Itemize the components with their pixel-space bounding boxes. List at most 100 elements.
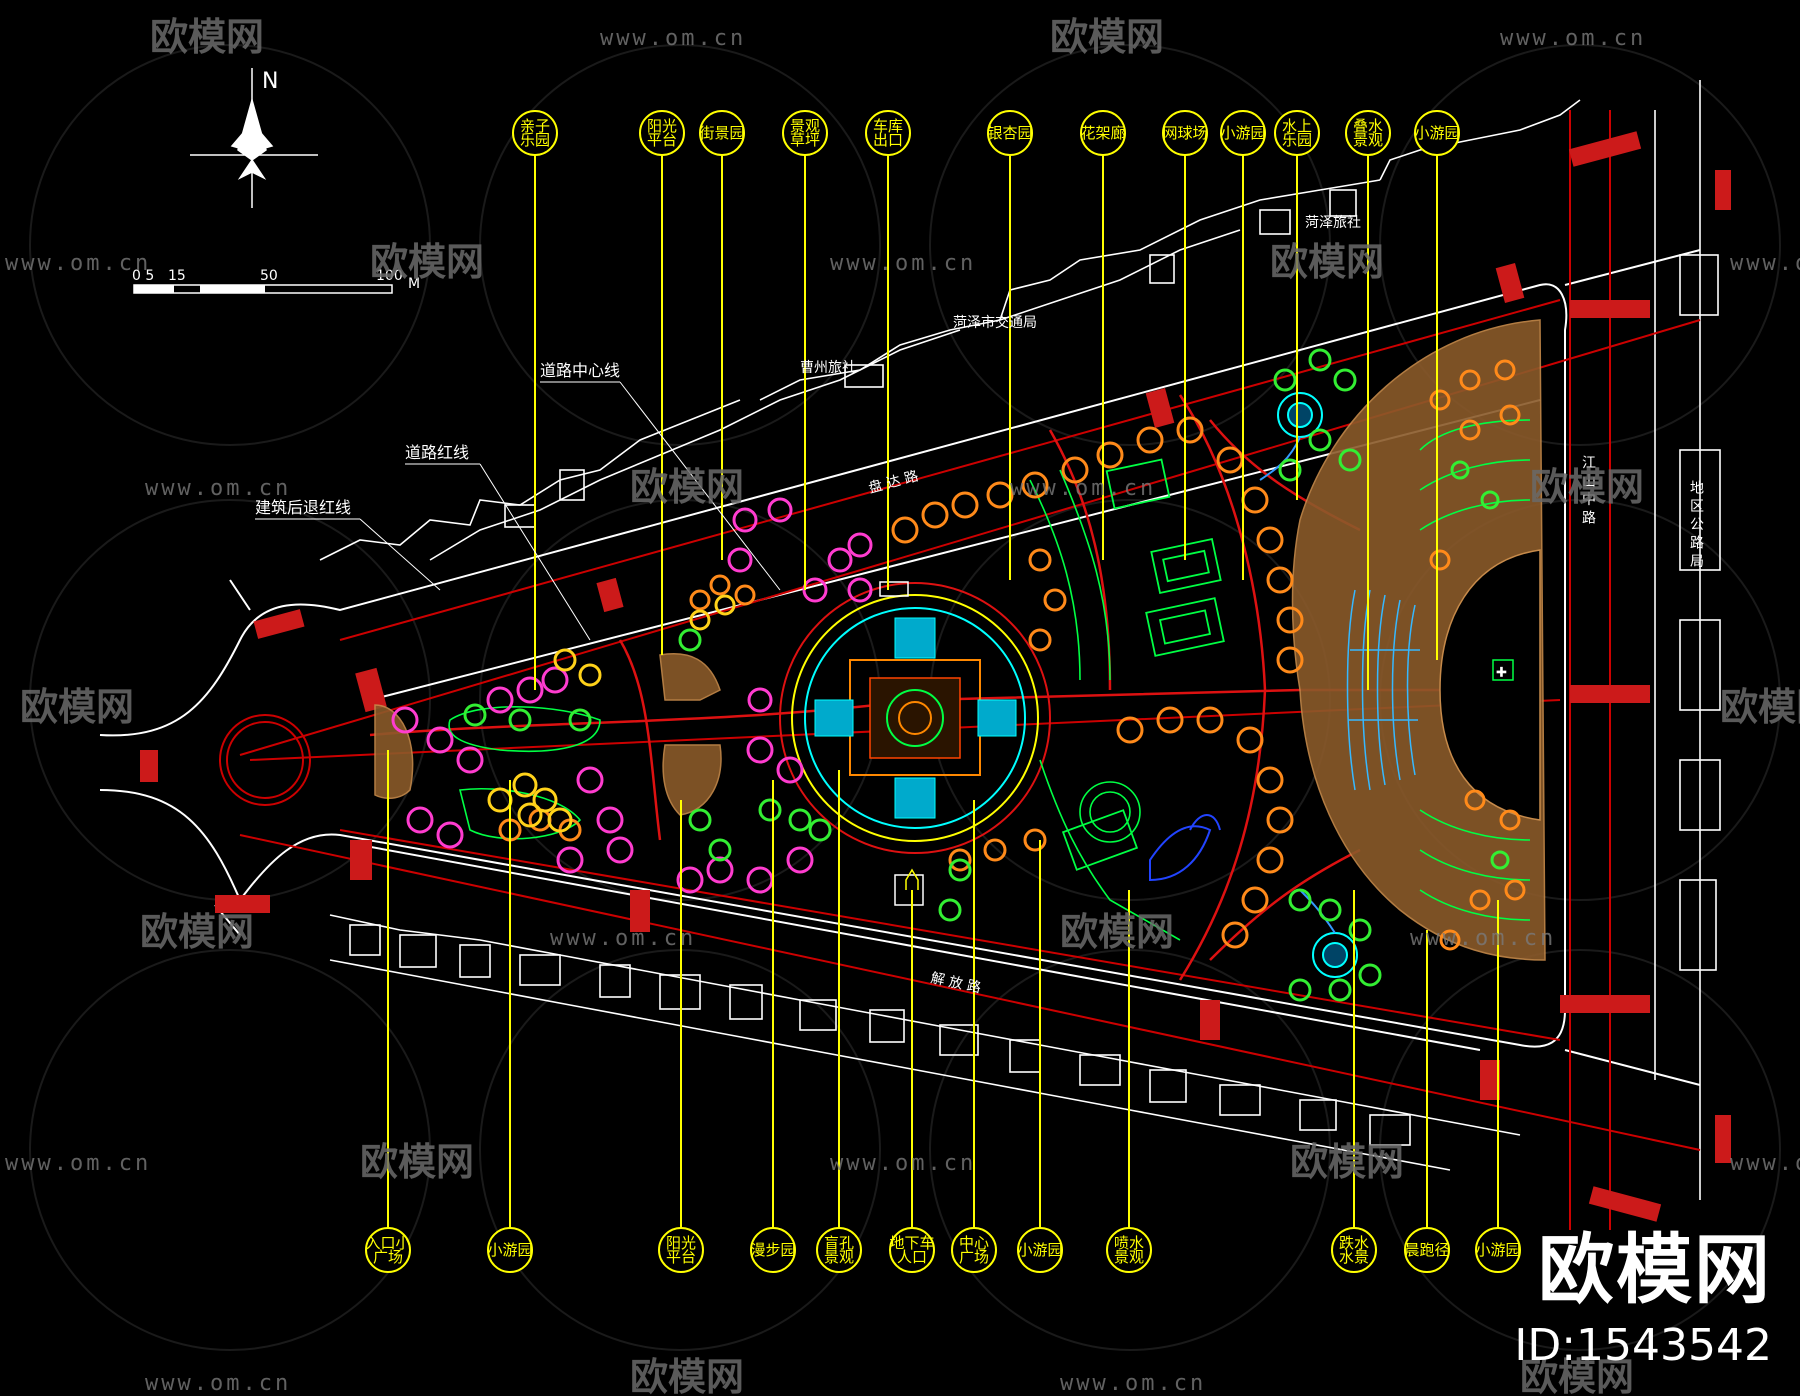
watermark-logo: 欧模网: [1270, 240, 1384, 284]
callout-text: 漫步园: [750, 1241, 795, 1259]
brand-logo: 欧模网: [1538, 1225, 1772, 1314]
scale-bar: 0 5 15 50 100 M: [132, 268, 420, 294]
north-road-label: 盘 达 路: [867, 467, 921, 497]
bottom-callout-b4: 漫步园: [750, 1227, 796, 1273]
callout-text: 阳光: [647, 117, 677, 135]
callout-circle: [365, 1227, 411, 1273]
callout-circle: [782, 110, 828, 156]
callout-text: 小游园: [1017, 1241, 1062, 1259]
top-callout-t7: 花架廊: [1080, 110, 1126, 156]
callout-text: 晨跑径: [1404, 1241, 1449, 1259]
watermark-logo: 欧模网: [630, 1355, 744, 1396]
callout-circle: [1162, 110, 1208, 156]
callout-text: 景观: [1353, 131, 1383, 149]
callout-text: 小游园: [487, 1241, 532, 1259]
callout-text: 地下车: [889, 1234, 934, 1252]
watermark-logo: 欧模网: [20, 685, 134, 729]
watermark-logo: 欧模网: [1050, 15, 1164, 59]
callout-circle: [658, 1227, 704, 1273]
callout-text: 平台: [647, 131, 677, 149]
north-arrow-icon: [190, 68, 318, 208]
ponds: [1259, 392, 1358, 978]
watermark-url: www.om.cn: [145, 1371, 291, 1396]
callout-text: 盲孔: [824, 1234, 854, 1252]
road-redline-label: 道路红线: [405, 443, 469, 462]
svg-text:+: +: [1496, 665, 1507, 680]
callout-text: 花架廊: [1080, 124, 1125, 142]
east-road-label: 江 山 中 路: [1580, 455, 1596, 525]
plaza-inner: [1439, 549, 1541, 821]
watermark-url: www.om.cn: [1010, 476, 1156, 501]
watermark-url: www.om.cn: [5, 251, 151, 276]
scale-tick-2: 50: [260, 268, 278, 284]
brand-id: ID:1543542: [1514, 1320, 1772, 1371]
callout-text: 银杏园: [987, 124, 1032, 142]
watermark-url: www.om.cn: [1730, 1151, 1800, 1176]
site-objects: +: [879, 581, 1514, 906]
top-callout-t6: 银杏园: [987, 110, 1033, 156]
road-centerline-label: 道路中心线: [540, 361, 620, 380]
top-callout-t3: 街景园: [699, 110, 745, 156]
north-label: N: [262, 69, 278, 94]
setback-line-label: 建筑后退红线: [255, 498, 351, 517]
watermark-logo: 欧模网: [370, 240, 484, 284]
watermark-logo: 欧模网: [1530, 465, 1644, 509]
callout-text: 车库: [873, 117, 903, 135]
watermark-url: www.om.cn: [1730, 251, 1800, 276]
watermark-url: www.om.cn: [830, 251, 976, 276]
bottom-callout-b11: 晨跑径: [1404, 1227, 1450, 1273]
trees-yellow: [487, 594, 736, 833]
callout-text: 水景: [1339, 1248, 1369, 1266]
callout-circle: [1274, 110, 1320, 156]
crosswalks: [140, 131, 1731, 1222]
fountain-blue: [1149, 814, 1221, 882]
callout-text: 小游园: [1414, 124, 1459, 142]
trees-green: [463, 348, 1510, 1002]
watermark-logo: 欧模网: [1290, 1140, 1404, 1184]
callout-text: 景观: [824, 1248, 854, 1266]
callout-text: 喷水: [1114, 1234, 1144, 1252]
watermark-logo: 欧模网: [1720, 685, 1800, 729]
callout-circle: [1017, 1227, 1063, 1273]
callout-bubbles: 亲子乐园阳光平台街景园景观草坪车库出口银杏园花架廊网球场小游园水上乐园叠水景观小…: [365, 110, 1521, 1273]
callout-text: 跌水: [1339, 1234, 1369, 1252]
central-plaza: [779, 582, 1051, 854]
watermark-logo: 欧模网: [630, 465, 744, 509]
east-buildings: [1654, 80, 1721, 1200]
east-building-label: 地 区 公 路 局: [1688, 480, 1704, 568]
bottom-callout-b8: 小游园: [1017, 1227, 1063, 1273]
callout-text: 小游园: [1220, 124, 1265, 142]
hotel-2-label: 曹州旅社: [800, 360, 856, 376]
scale-tick-3: 100: [376, 268, 403, 284]
scale-tick-0: 0 5: [132, 268, 154, 284]
watermark-url: www.om.cn: [550, 926, 696, 951]
callout-text: 阳光: [666, 1234, 696, 1252]
callout-leader-lines: [387, 155, 1499, 1228]
callout-text: 入口小: [365, 1234, 410, 1252]
watermark-url: www.om.cn: [5, 1151, 151, 1176]
hotel-label: 菏泽旅社: [1305, 215, 1361, 231]
callout-text: 出口: [873, 131, 903, 149]
callout-circle: [1404, 1227, 1450, 1273]
callout-circle: [487, 1227, 533, 1273]
watermark-logo: 欧模网: [140, 910, 254, 954]
callout-text: 街景园: [699, 124, 744, 142]
callout-circle: [889, 1227, 935, 1273]
callout-circle: [1414, 110, 1460, 156]
callout-text: 乐园: [520, 131, 550, 149]
callout-circle: [865, 110, 911, 156]
callout-circle: [987, 110, 1033, 156]
callout-text: 平台: [666, 1248, 696, 1266]
trees-magenta: [391, 497, 873, 894]
bottom-callout-b12: 小游园: [1475, 1227, 1521, 1273]
